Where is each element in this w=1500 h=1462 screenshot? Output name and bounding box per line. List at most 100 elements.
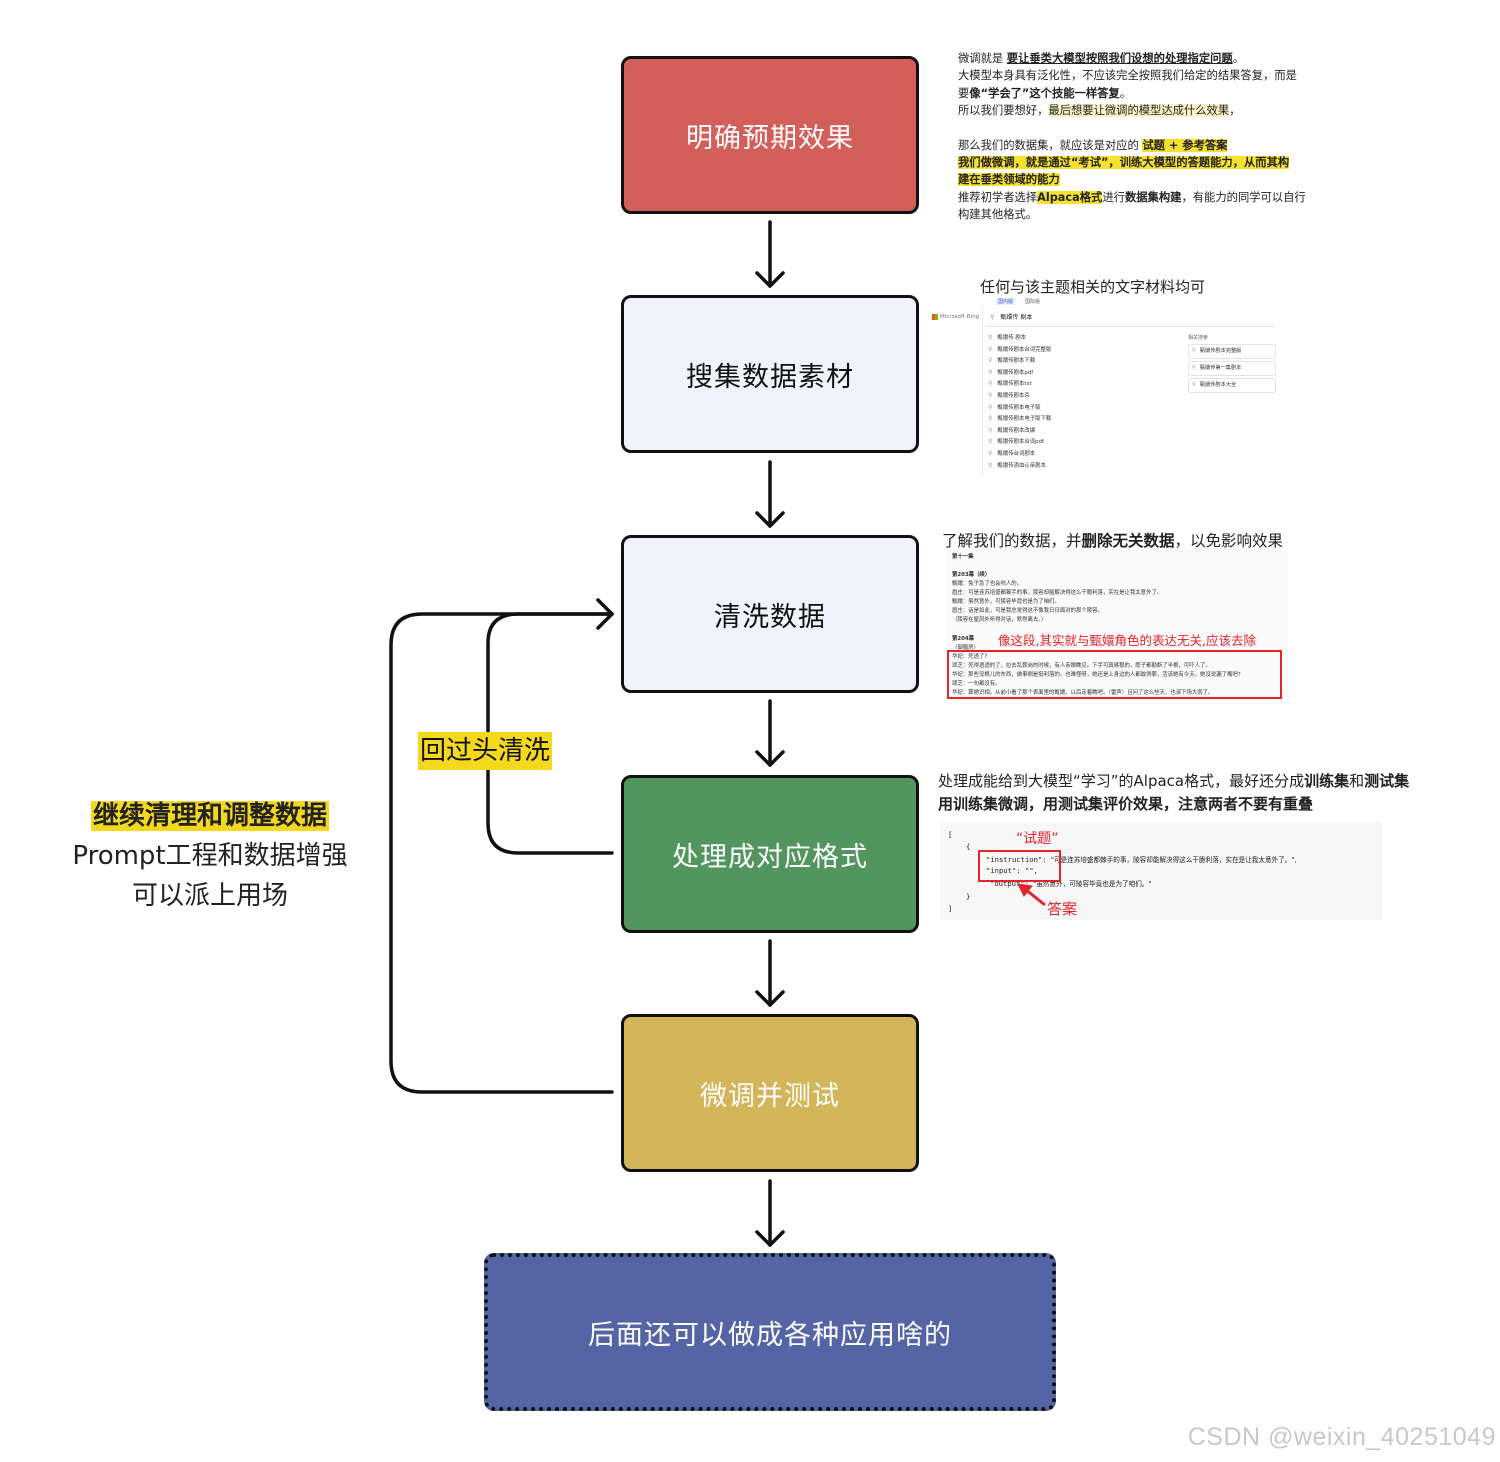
script-line: 华妃：那些没根儿的东西，做事倒是挺利落的。也难怪呀，她还是上身边的人都敢得罪，活…	[952, 672, 1241, 678]
step-applications: 后面还可以做成各种应用啥的	[484, 1253, 1056, 1411]
suggestion-label: 甄嬛传剧本电子版下载	[997, 416, 1052, 423]
suggestion-item: ⚲ 甄嬛传剧本pdf	[988, 367, 1051, 379]
arrow-collect-to-clean	[755, 460, 785, 528]
note-text: 所以我们要想好，	[958, 104, 1049, 118]
suggestion-item: ⚲甄嬛传剧本电子版	[988, 402, 1051, 414]
step-finetune-test-label: 微调并测试	[700, 1080, 840, 1112]
note-text: 构建其他格式。	[958, 208, 1038, 222]
note-emphasis: 删除无关数据	[1081, 532, 1175, 550]
search-icon: ⚲	[988, 391, 993, 399]
code-line: [	[948, 830, 953, 839]
step-collect-data: 搜集数据素材	[621, 295, 919, 453]
suggestion-item: ⚲ 甄嬛传剧本下载	[988, 355, 1051, 367]
note-text: 了解我们的数据，并	[942, 532, 1082, 550]
divider	[982, 306, 983, 476]
related-item: ⚲甄嬛传剧本大全	[1188, 378, 1276, 393]
note-emphasis: 像“学会了”这个技能一样答复	[969, 86, 1120, 100]
note-text: 微调就是	[958, 52, 1007, 65]
code-key: "output":	[990, 879, 1029, 888]
side-note-line: Prompt工程和数据增强	[72, 841, 348, 871]
note-emphasis: 数据集构建	[1124, 190, 1182, 204]
loop-arrowhead	[596, 598, 614, 630]
script-line: 华妃：算她识相。从前小看了那个表面里的甄嬛，以后走着瞧吧。（雷声）且问了这么些天…	[952, 690, 1214, 696]
script-line: 甄嬛：兔子急了也会咬人的。	[952, 581, 1023, 587]
note-define-goal: 微调就是 要让垂类大模型按照我们设想的处理指定问题。 大模型本身具有泛化性，不应…	[958, 50, 1328, 224]
note-text: 。	[1232, 52, 1245, 65]
note-text: 。	[1119, 86, 1132, 100]
note-text: 推荐初学者选择	[958, 190, 1038, 204]
suggestion-label: 甄嬛传剧本电子版	[997, 404, 1041, 411]
note-text: ，	[1229, 104, 1241, 118]
note-clean-caption: 了解我们的数据，并删除无关数据，以免影响效果	[942, 529, 1283, 551]
step-collect-data-label: 搜集数据素材	[686, 361, 854, 393]
suggestion-label: 甄嬛传滴血认亲剧本	[997, 462, 1046, 469]
code-value: "虽然意外，可陵容毕竟也是为了咱们。"	[1033, 880, 1152, 888]
search-icon: ⚲	[988, 449, 993, 457]
related-label: 甄嬛传剧本完整版	[1199, 348, 1242, 354]
suggestion-list: ⚲甄嬛传 剧本⚲甄嬛传剧本台词完整版⚲甄嬛传剧本下载⚲甄嬛传剧本pdf⚲甄嬛传剧…	[988, 332, 1051, 471]
note-text: ，有能力的同学可以自行	[1181, 190, 1306, 204]
suggestion-item: ⚲ 甄嬛传剧本杀	[988, 390, 1051, 402]
code-line: ]	[948, 904, 953, 913]
suggestion-label: 甄嬛传 剧本	[997, 335, 1027, 341]
script-line: 眉庄：话是如此，可是我总觉得这不像我日日面对的那个陵容。	[952, 608, 1103, 614]
note-text: ，以免影响效果	[1174, 532, 1284, 550]
step-format-data-label: 处理成对应格式	[672, 841, 868, 873]
script-line: 颂芝：一句都没有。	[952, 681, 1001, 687]
step-define-goal: 明确预期效果	[621, 56, 919, 214]
search-icon: ⚲	[988, 345, 993, 353]
search-input: ⚲甄嬛传 剧本	[986, 310, 1276, 327]
suggestion-item: ⚲甄嬛传剧本电子版下载	[988, 413, 1051, 425]
arrow-format-to-test	[755, 939, 785, 1007]
answer-label: 答案	[1047, 900, 1078, 918]
script-line: 第204幕	[952, 636, 975, 642]
tab-domestic: 国内版	[996, 298, 1016, 305]
suggestion-label: 甄嬛传剧本台词完整版	[997, 346, 1052, 353]
step-finetune-test: 微调并测试	[621, 1014, 919, 1172]
note-highlight: Alpaca格式	[1037, 190, 1103, 204]
suggestion-item: ⚲甄嬛传滴血认亲剧本	[988, 460, 1051, 472]
script-screenshot: 第十一集 第203幕（续） 甄嬛：兔子急了也会咬人的。 眉庄：可是连苏培盛都棘手…	[946, 548, 1288, 700]
arrow-clean-to-format	[755, 699, 785, 767]
script-line: 眉庄：可是连苏培盛都棘手的事，陵容却能解决得这么干脆利落，实在是让我太意外了。	[952, 590, 1163, 596]
suggestion-item: ⚲ 甄嬛传剧本台词完整版	[988, 344, 1051, 356]
suggestion-item: ⚲甄嬛传台词剧本	[988, 448, 1051, 460]
side-note-title: 继续清理和调整数据	[90, 801, 329, 831]
question-highlight-box	[978, 850, 1061, 882]
suggestion-label: 甄嬛传剧本杀	[997, 392, 1030, 399]
search-icon: ⚲	[1192, 365, 1196, 371]
suggestion-item: ⚲ 甄嬛传 剧本	[988, 332, 1051, 344]
script-line: （陵容在屋风外听得对话，默然离去。）	[952, 617, 1047, 623]
step-define-goal-label: 明确预期效果	[686, 122, 854, 154]
code-line: "output": "虽然意外，可陵容毕竟也是为了咱们。"	[990, 878, 1151, 888]
related-item: ⚲甄嬛传第一集剧本	[1188, 361, 1276, 376]
search-icon: ⚲	[988, 357, 993, 365]
note-highlight: 最后想要让微调的模型达成什么效果	[1048, 104, 1230, 118]
note-highlight: 建在垂类领域的能力	[958, 173, 1060, 187]
suggestion-label: 甄嬛传剧本pdf	[997, 369, 1034, 376]
note-emphasis: 用训练集微调，用测试集评价效果，注意两者不要有重叠	[938, 795, 1314, 813]
tab-international: 国际版	[1025, 299, 1041, 305]
note-highlight: 试题 + 参考答案	[1142, 138, 1228, 152]
arrow-test-to-apps	[755, 1179, 785, 1247]
note-emphasis: 要让垂类大模型按照我们设想的处理指定问题	[1006, 52, 1233, 65]
irrelevant-highlight-box	[947, 650, 1282, 699]
search-icon: ⚲	[988, 334, 993, 341]
loop-test-to-clean	[389, 612, 614, 1094]
step-format-data: 处理成对应格式	[621, 775, 919, 933]
note-text: 要	[958, 86, 970, 100]
search-icon: ⚲	[990, 314, 995, 321]
loop-inner-label: 回过头清洗	[418, 732, 553, 770]
search-screenshot: Microsoft Bing 国内版 国际版 ⚲甄嬛传 剧本 ⚲甄嬛传 剧本⚲甄…	[930, 296, 1276, 476]
search-icon: ⚲	[988, 426, 993, 434]
related-label: 甄嬛传剧本大全	[1199, 382, 1237, 388]
script-line: （御膳房）	[952, 645, 979, 651]
microsoft-logo-icon	[932, 314, 938, 320]
step-clean-data: 清洗数据	[621, 535, 919, 693]
suggestion-label: 甄嬛传剧本改编	[997, 427, 1036, 434]
step-applications-label: 后面还可以做成各种应用啥的	[588, 1319, 952, 1351]
search-icon: ⚲	[988, 368, 993, 376]
suggestion-label: 甄嬛传剧本下载	[997, 358, 1036, 365]
search-icon: ⚲	[1192, 348, 1196, 354]
